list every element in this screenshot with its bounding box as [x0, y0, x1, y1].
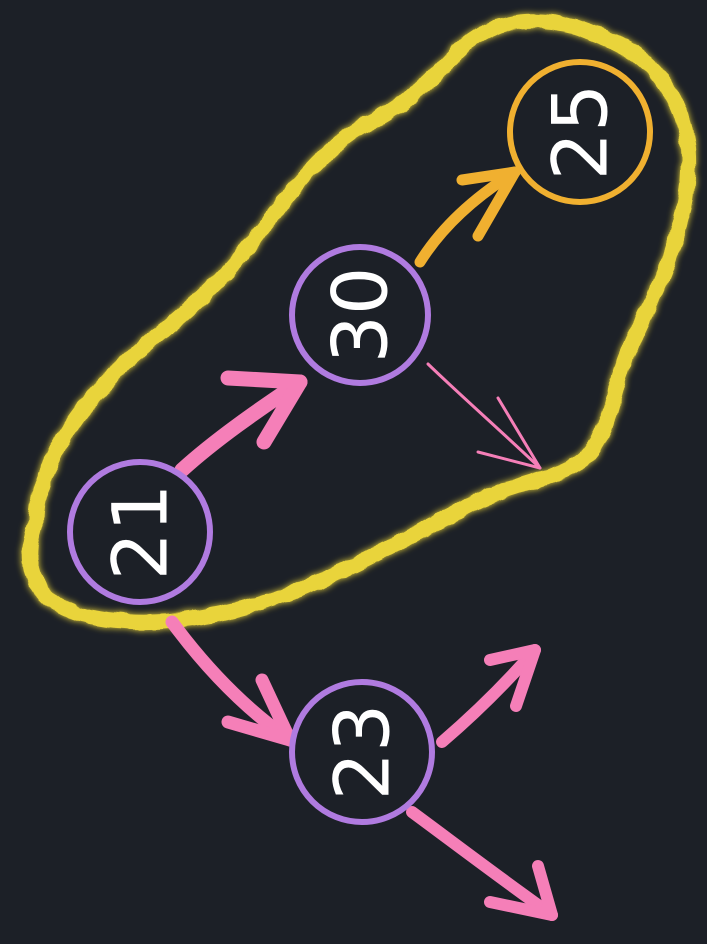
node-25: 25: [507, 59, 653, 205]
edge-21-to-23: [165, 615, 297, 747]
node-21: 21: [67, 459, 213, 605]
edge-21-to-30: [174, 370, 308, 478]
node-23-label: 23: [318, 704, 407, 801]
edge-23-to-empty-right: [436, 644, 541, 748]
highlight-lasso: [21, 13, 697, 630]
edge-30-to-25: [414, 166, 521, 268]
node-25-label: 25: [536, 84, 625, 181]
edge-30-to-empty: [426, 362, 542, 470]
edge-23-to-empty-down: [406, 806, 558, 921]
node-30-label: 30: [316, 267, 405, 364]
node-23: 23: [289, 679, 435, 825]
highlight-outline: [21, 13, 697, 630]
node-30: 30: [289, 244, 431, 386]
node-21-label: 21: [96, 484, 185, 581]
